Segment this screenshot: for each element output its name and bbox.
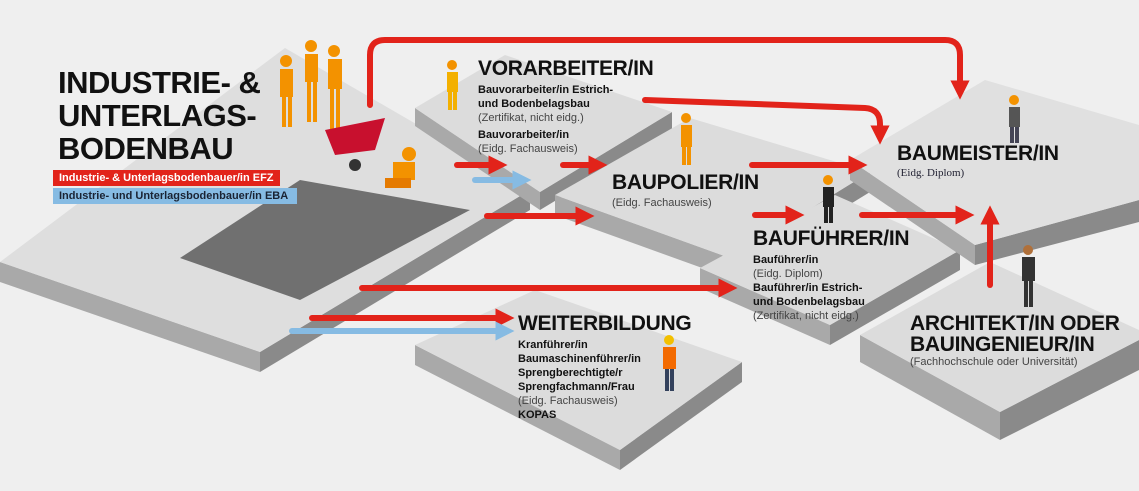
vorarbeiter-block: VORARBEITER/IN Bauvorarbeiter/in Estrich…	[478, 57, 654, 156]
baufuehrer-title: BAUFÜHRER/IN	[753, 227, 910, 250]
item-note: (Zertifikat, nicht eidg.)	[753, 310, 859, 323]
worker-icon	[280, 55, 293, 127]
baupolier-title: BAUPOLIER/IN	[612, 171, 759, 194]
item-label: Bauführer/in Estrich-	[753, 282, 863, 295]
item-label: Baumaschinenführer/in	[518, 353, 641, 366]
architekt-title: ARCHITEKT/IN ODER	[910, 312, 1120, 335]
baumeister-note: (Eidg. Diplom)	[897, 167, 965, 180]
item-label: Sprengfachmann/Frau	[518, 381, 635, 394]
item-note: (Zertifikat, nicht eidg.)	[478, 112, 584, 125]
arrow-vorarbeiter-to-baumeister	[642, 97, 890, 145]
baumeister-block: BAUMEISTER/IN (Eidg. Diplom)	[897, 142, 1059, 180]
wheelbarrow-icon	[325, 118, 385, 171]
efz-label: Industrie- & Unterlagsbodenbauer/in EFZ	[53, 170, 280, 186]
item-note: (Eidg. Fachausweis)	[518, 395, 618, 408]
arrow-start-to-baumeister	[367, 37, 970, 108]
worker-icon	[663, 335, 676, 391]
platform-architekt	[860, 262, 1139, 440]
baumeister-title: BAUMEISTER/IN	[897, 142, 1059, 165]
baupolier-note: (Eidg. Fachausweis)	[612, 197, 712, 210]
weiterbildung-block: WEITERBILDUNG Kranführer/in Baumaschinen…	[518, 312, 692, 422]
weiterbildung-title: WEITERBILDUNG	[518, 312, 692, 335]
baufuehrer-block: BAUFÜHRER/IN Bauführer/in (Eidg. Diplom)…	[753, 227, 910, 323]
start-title: INDUSTRIE- & UNTERLAGS- BODENBAU	[58, 65, 261, 166]
item-note: (Eidg. Diplom)	[753, 268, 823, 281]
vorarbeiter-title: VORARBEITER/IN	[478, 57, 654, 80]
worker-figures	[280, 40, 1035, 391]
architekt-note: (Fachhochschule oder Universität)	[910, 356, 1078, 368]
worker-icon	[823, 175, 834, 223]
worker-icon	[1009, 95, 1020, 143]
worker-icon	[305, 40, 318, 122]
architekt-block: ARCHITEKT/IN ODER BAUINGENIEUR/IN (Fachh…	[910, 313, 1120, 369]
title-line: INDUSTRIE- &	[58, 65, 261, 100]
item-note: (Eidg. Fachausweis)	[478, 143, 578, 156]
item-label: und Bodenbelagsbau	[753, 296, 865, 309]
worker-icon	[447, 60, 458, 110]
item-label: Bauvorarbeiter/in	[478, 129, 570, 142]
item-label: Bauvorarbeiter/in Estrich-	[478, 84, 614, 97]
worker-icon	[681, 113, 692, 165]
worker-icon	[385, 147, 416, 188]
eba-label: Industrie- und Unterlagsbodenbauer/in EB…	[53, 188, 298, 204]
item-label: Kranführer/in	[518, 339, 588, 352]
title-line: BODENBAU	[58, 131, 234, 166]
worker-icon	[328, 45, 342, 129]
item-label: KOPAS	[518, 409, 557, 422]
title-line: UNTERLAGS-	[58, 98, 257, 133]
item-label: Bauführer/in	[753, 254, 819, 267]
item-label: Sprengberechtigte/r	[518, 367, 623, 380]
baupolier-block: BAUPOLIER/IN (Eidg. Fachausweis)	[612, 171, 759, 210]
item-label: und Bodenbelagsbau	[478, 98, 590, 111]
worker-icon	[1022, 245, 1035, 307]
architekt-title: BAUINGENIEUR/IN	[910, 333, 1095, 356]
